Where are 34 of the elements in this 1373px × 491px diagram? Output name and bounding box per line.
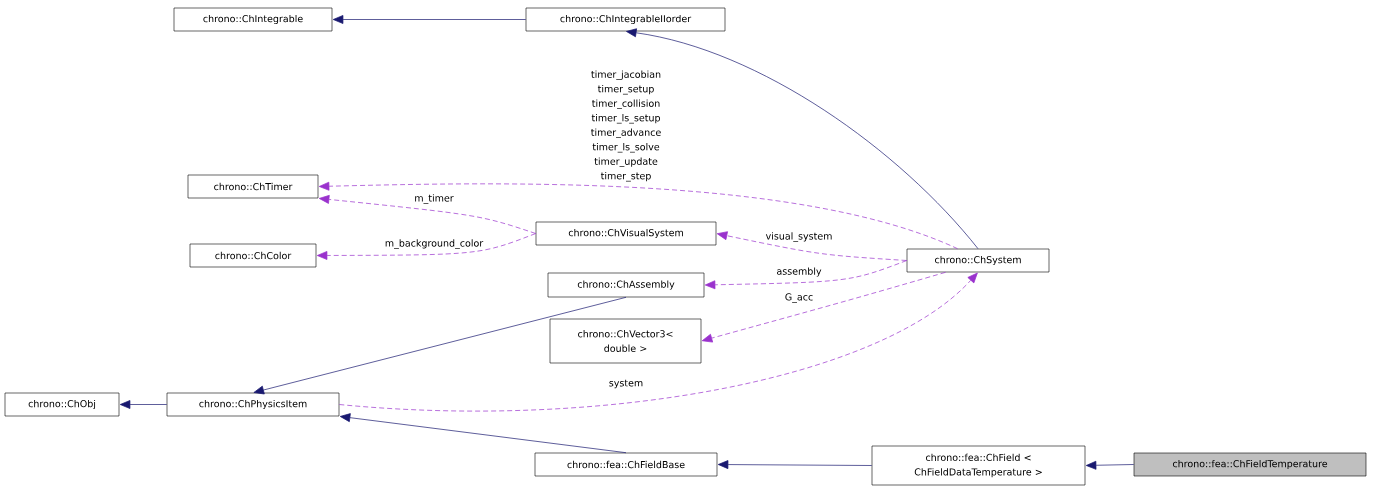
arrow — [626, 28, 979, 250]
class-box: chrono::fea::ChFieldBase — [534, 452, 718, 477]
arrow — [318, 195, 537, 234]
class-box: chrono::fea::ChField < ChFieldDataTemperature > — [871, 445, 1086, 486]
arrow — [338, 272, 978, 412]
class-box: chrono::ChVisualSystem — [535, 221, 717, 246]
arrow — [1085, 460, 1135, 470]
arrow — [717, 460, 873, 469]
edge-label: assembly — [775, 266, 823, 278]
arrow — [339, 413, 627, 454]
class-box: chrono::ChVector3< double > — [549, 318, 702, 364]
arrow — [701, 271, 946, 343]
class-box: chrono::ChIntegrable — [173, 7, 333, 32]
arrow — [119, 400, 168, 409]
class-box: chrono::ChTimer — [187, 174, 319, 199]
edge-label: m_background_color — [383, 238, 485, 250]
arrow — [332, 15, 527, 24]
arrow — [716, 231, 908, 261]
class-box: chrono::ChSystem — [906, 248, 1050, 273]
edge-label: G_acc — [783, 292, 815, 304]
class-box: chrono::ChAssembly — [547, 272, 705, 298]
class-box: chrono::ChColor — [189, 243, 317, 268]
edge-label: visual_system — [764, 231, 834, 243]
class-box: chrono::ChIntegrableIIorder — [525, 7, 726, 32]
arrow — [704, 260, 908, 290]
arrow — [318, 181, 958, 250]
edge-label: timer_jacobian timer_setup timer_collision timer_ls_setup timer_advance timer_ls_solve timer_update timer_step — [580, 69, 672, 183]
arrow — [316, 233, 537, 260]
edge-label: system — [607, 378, 645, 390]
edge-label: m_timer — [413, 193, 455, 205]
class-box: chrono::ChObj — [4, 392, 120, 417]
arrow — [253, 296, 627, 395]
class-box: chrono::ChPhysicsItem — [166, 392, 340, 417]
class-box: chrono::fea::ChFieldTemperature — [1133, 452, 1367, 477]
